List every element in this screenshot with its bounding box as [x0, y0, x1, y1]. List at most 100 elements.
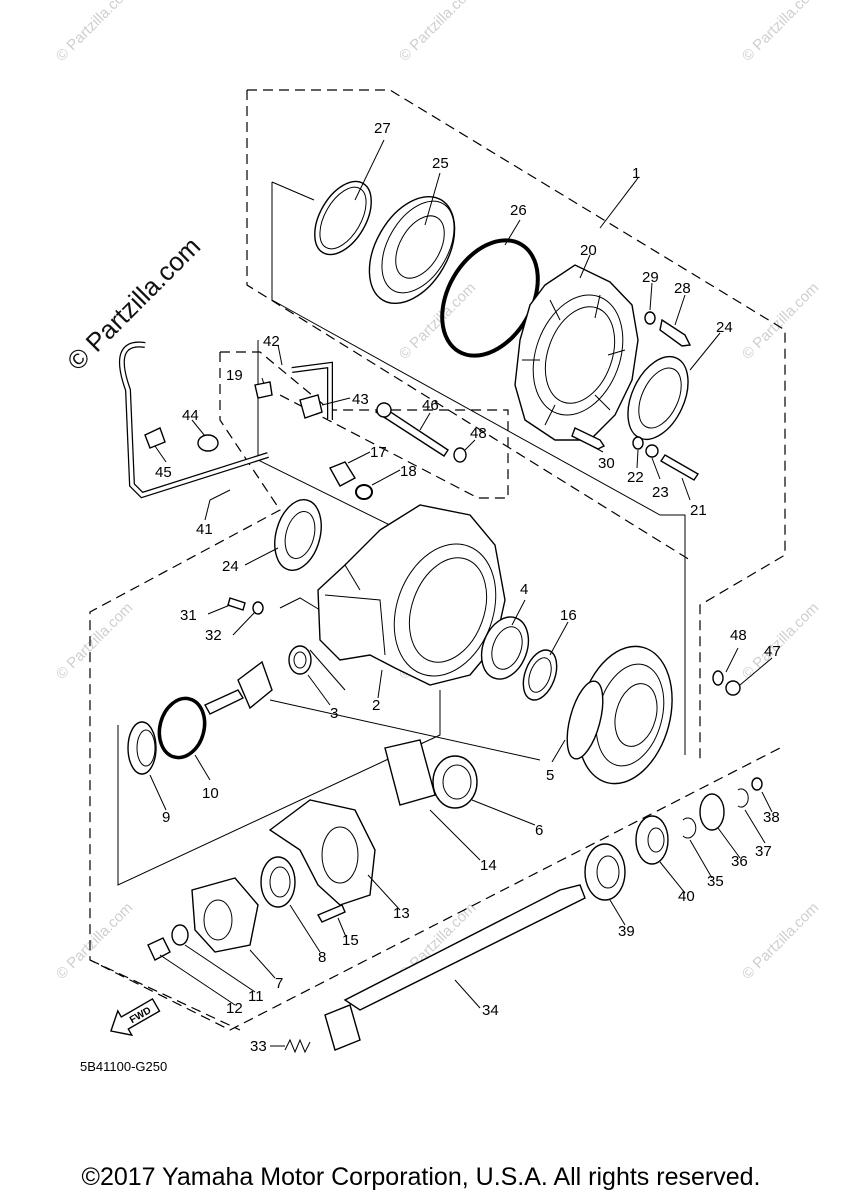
- watermark: © Partzilla.com: [739, 0, 822, 65]
- part-35-circlip: [682, 817, 697, 839]
- callout-20: 20: [580, 242, 597, 259]
- part-46-bolt: [375, 402, 449, 457]
- callout-27: 27: [374, 120, 391, 137]
- part-7-coupling: [191, 877, 259, 953]
- callout-5: 5: [546, 767, 554, 784]
- part-48-washer: [453, 447, 467, 463]
- part-14-gasket: [384, 739, 436, 806]
- part-29-washer: [644, 311, 656, 325]
- watermark: © Partzilla.com: [396, 0, 479, 65]
- callout-19: 19: [226, 367, 243, 384]
- callout-46: 46: [422, 397, 439, 414]
- part-12-nut: [147, 937, 171, 961]
- part-33-spring: [284, 1038, 311, 1054]
- callout-23: 23: [652, 484, 669, 501]
- callout-48: 48: [730, 627, 747, 644]
- callout-26: 26: [510, 202, 527, 219]
- callout-6: 6: [535, 822, 543, 839]
- watermark: © Partzilla.com: [739, 279, 822, 362]
- part-30-bolt: [571, 427, 606, 450]
- callout-41: 41: [196, 521, 213, 538]
- callout-31: 31: [180, 607, 197, 624]
- callout-42: 42: [263, 333, 280, 350]
- part-45-clip: [144, 427, 166, 449]
- callout-7: 7: [275, 975, 283, 992]
- callout-22: 22: [627, 469, 644, 486]
- part-41-breather-hose: [118, 341, 333, 499]
- callout-18: 18: [400, 463, 417, 480]
- direction-label: FWD: [128, 1005, 153, 1026]
- callout-24: 24: [222, 558, 239, 575]
- part-22-washer: [632, 436, 644, 450]
- callout-14: 14: [480, 857, 497, 874]
- callout-39: 39: [618, 923, 635, 940]
- part-3-bearing: [288, 645, 312, 675]
- callout-3: 3: [330, 705, 338, 722]
- watermark-large: © Partzilla.com: [61, 231, 206, 376]
- callout-13: 13: [393, 905, 410, 922]
- callout-36: 36: [731, 853, 748, 870]
- part-39-coupling-gear: [584, 843, 626, 901]
- callout-1: 1: [632, 165, 640, 182]
- part-48-washer: [712, 670, 724, 686]
- figure-code: 5B41100-G250: [80, 1059, 167, 1074]
- part-20-gear-case-cover: [514, 264, 639, 441]
- copyright: ©2017 Yamaha Motor Corporation, U.S.A. A…: [82, 1163, 761, 1191]
- callout-21: 21: [690, 502, 707, 519]
- part-15-bolt: [316, 904, 346, 923]
- part-8-oil-seal: [260, 856, 296, 908]
- part-19-fitting: [254, 381, 273, 399]
- callout-8: 8: [318, 949, 326, 966]
- callout-47: 47: [764, 643, 781, 660]
- callout-38: 38: [763, 809, 780, 826]
- part-28-bolt: [659, 318, 692, 347]
- callout-10: 10: [202, 785, 219, 802]
- part-32-washer: [252, 601, 264, 615]
- part-10-o-ring: [157, 696, 207, 760]
- part-17-plug: [329, 461, 356, 487]
- watermark: © Partzilla.com: [53, 899, 136, 982]
- watermark: © Partzilla.com: [739, 599, 822, 682]
- part-16-shim: [522, 649, 558, 701]
- part-21-stud: [660, 454, 699, 481]
- part-24-oil-seal: [274, 499, 322, 571]
- callout-37: 37: [755, 843, 772, 860]
- part-36-bearing: [699, 793, 725, 831]
- assembly-outlines: [89, 89, 786, 1031]
- callout-43: 43: [352, 391, 369, 408]
- callout-29: 29: [642, 269, 659, 286]
- callout-32: 32: [205, 627, 222, 644]
- watermark: © Partzilla.com: [53, 0, 136, 65]
- watermark: © Partzilla.com: [739, 899, 822, 982]
- part-40-collar: [635, 815, 669, 865]
- part-9-ring-nut: [127, 721, 157, 775]
- callout-44: 44: [182, 407, 199, 424]
- watermark: © Partzilla.com: [53, 599, 136, 682]
- part-38-bolt: [751, 777, 763, 791]
- part-13-bearing-housing: [268, 799, 376, 906]
- callout-24: 24: [716, 319, 733, 336]
- callout-35: 35: [707, 873, 724, 890]
- callout-30: 30: [598, 455, 615, 472]
- callout-4: 4: [520, 581, 528, 598]
- part-6-pinion-gear: [204, 660, 273, 715]
- callouts: 1 2 3 4 5 6 7 8 9 10 11 12 13 14 15 16 1…: [155, 120, 781, 1055]
- part-31-bolt: [227, 597, 246, 611]
- part-43-holder: [299, 394, 323, 419]
- part-5-ring-gear: [566, 645, 673, 785]
- callout-12: 12: [226, 1000, 243, 1017]
- callout-34: 34: [482, 1002, 499, 1019]
- callout-25: 25: [432, 155, 449, 172]
- callout-40: 40: [678, 888, 695, 905]
- callout-11: 11: [248, 988, 264, 1005]
- part-6-bearing: [432, 755, 478, 809]
- callout-2: 2: [372, 697, 380, 714]
- callout-9: 9: [162, 809, 170, 826]
- callout-45: 45: [155, 464, 172, 481]
- leader-lines: [149, 139, 773, 1047]
- part-11-washer: [171, 924, 189, 946]
- part-23-nut: [645, 444, 659, 458]
- callout-17: 17: [370, 444, 387, 461]
- part-34-drive-shaft: [324, 884, 586, 1051]
